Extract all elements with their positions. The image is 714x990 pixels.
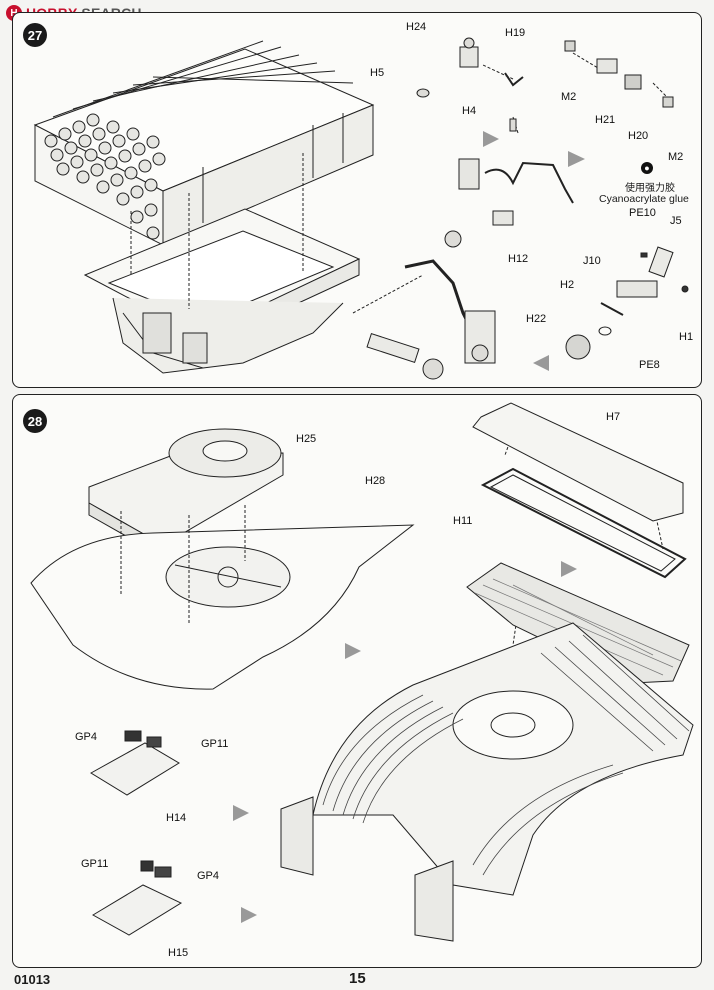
small-part-pe10 bbox=[640, 252, 648, 258]
rocket-tube-openings bbox=[44, 113, 166, 240]
small-part-h4 bbox=[509, 118, 517, 132]
part-label-j10: J10 bbox=[583, 255, 601, 267]
rear-deck-plate-h28 bbox=[30, 524, 415, 690]
glue-note-english: Cyanoacrylate glue bbox=[599, 193, 689, 205]
direction-arrows-27 bbox=[483, 131, 585, 371]
bracket-assembly-h15 bbox=[92, 860, 183, 936]
part-label-h15: H15 bbox=[168, 947, 189, 959]
small-part-m2-upper bbox=[564, 40, 576, 52]
step-28-panel: 28 bbox=[12, 394, 702, 968]
bracket-assembly-h14 bbox=[90, 730, 180, 796]
small-part-j10 bbox=[616, 280, 658, 298]
small-part-h21 bbox=[596, 58, 618, 74]
elevation-arm-part bbox=[404, 259, 496, 364]
part-label-h19: H19 bbox=[505, 27, 526, 39]
small-part-h24 bbox=[459, 37, 479, 68]
small-part-h1 bbox=[681, 285, 689, 293]
step-27-panel: 27 bbox=[12, 12, 702, 388]
sight-assembly-part bbox=[366, 332, 444, 380]
part-label-h12: H12 bbox=[508, 253, 529, 265]
hatch-frame-h11 bbox=[480, 467, 687, 579]
small-part-j5 bbox=[648, 246, 674, 278]
small-part-h2 bbox=[600, 302, 624, 316]
small-part-h19 bbox=[504, 72, 524, 87]
part-label-j5: J5 bbox=[670, 215, 682, 227]
part-label-h21: H21 bbox=[595, 114, 616, 126]
small-part-m2-lower bbox=[662, 96, 674, 108]
step-27-assembly-drawing bbox=[33, 37, 689, 380]
small-part-h20 bbox=[624, 74, 642, 90]
step-28-badge: 28 bbox=[23, 409, 47, 433]
small-part-h22 bbox=[565, 334, 591, 360]
small-part-pe8 bbox=[598, 326, 612, 336]
part-label-gp4: GP4 bbox=[75, 731, 98, 743]
part-label-pe10: PE10 bbox=[629, 207, 656, 219]
part-label-gp4-second: GP4 bbox=[197, 870, 220, 882]
engine-mesh-screen bbox=[466, 562, 690, 684]
louvered-engine-deck bbox=[312, 622, 694, 896]
part-label-h20: H20 bbox=[628, 130, 649, 142]
part-label-h5: H5 bbox=[370, 67, 385, 79]
upper-arm-assembly bbox=[444, 158, 574, 248]
mud-flap-left bbox=[280, 796, 314, 876]
launcher-cradle-frame bbox=[83, 208, 361, 374]
part-label-h25: H25 bbox=[296, 433, 317, 445]
part-label-h28: H28 bbox=[365, 475, 386, 487]
part-label-gp11-second: GP11 bbox=[81, 858, 109, 870]
part-label-h24: H24 bbox=[406, 21, 427, 33]
hatch-cover-h7 bbox=[472, 402, 684, 522]
part-label-h4: H4 bbox=[462, 105, 477, 117]
small-part-h5 bbox=[416, 88, 430, 98]
part-label-h1: H1 bbox=[679, 331, 694, 343]
part-label-m2-second: M2 bbox=[668, 151, 684, 163]
direction-arrows-28 bbox=[233, 561, 577, 923]
part-label-h2: H2 bbox=[560, 279, 575, 291]
glue-bottle-icon: ● bbox=[641, 162, 653, 174]
part-label-h7: H7 bbox=[606, 411, 621, 423]
mud-flap-right bbox=[414, 860, 454, 942]
part-label-h22: H22 bbox=[526, 313, 547, 325]
part-label-pe8: PE8 bbox=[639, 359, 660, 371]
step-28-assembly-drawing bbox=[30, 402, 694, 942]
part-label-h11: H11 bbox=[453, 515, 473, 527]
glue-note-chinese: 使用强力胶 bbox=[625, 183, 675, 194]
part-label-h14: H14 bbox=[166, 812, 187, 824]
part-label-gp11: GP11 bbox=[201, 738, 229, 750]
part-label-m2: M2 bbox=[561, 91, 577, 103]
page-number: 15 bbox=[349, 970, 366, 987]
product-code: 01013 bbox=[14, 972, 51, 987]
step-27-badge: 27 bbox=[23, 23, 47, 47]
